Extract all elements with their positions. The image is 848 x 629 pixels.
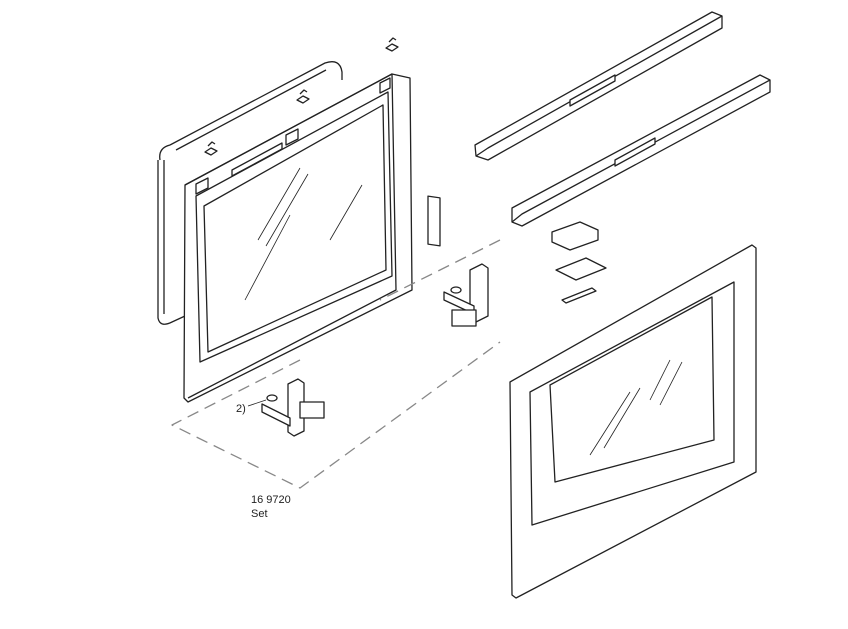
inner-door-frame	[183, 73, 413, 403]
spacer-strip	[427, 195, 441, 247]
lower-trim-rail	[511, 74, 771, 227]
gasket-clips	[204, 37, 399, 156]
inner-glass-reflections	[244, 167, 363, 301]
door-gasket	[157, 61, 343, 325]
small-fittings	[551, 221, 607, 304]
callout-2-label: 2)	[236, 403, 246, 415]
upper-hinge	[443, 263, 489, 327]
part-number-label: 16 9720	[251, 494, 291, 506]
hinge-set-outline	[171, 239, 501, 489]
lower-hinge	[247, 378, 325, 437]
top-handle-rail	[474, 11, 723, 161]
part-set-label: Set	[251, 508, 268, 520]
outer-door-glass	[509, 244, 757, 599]
